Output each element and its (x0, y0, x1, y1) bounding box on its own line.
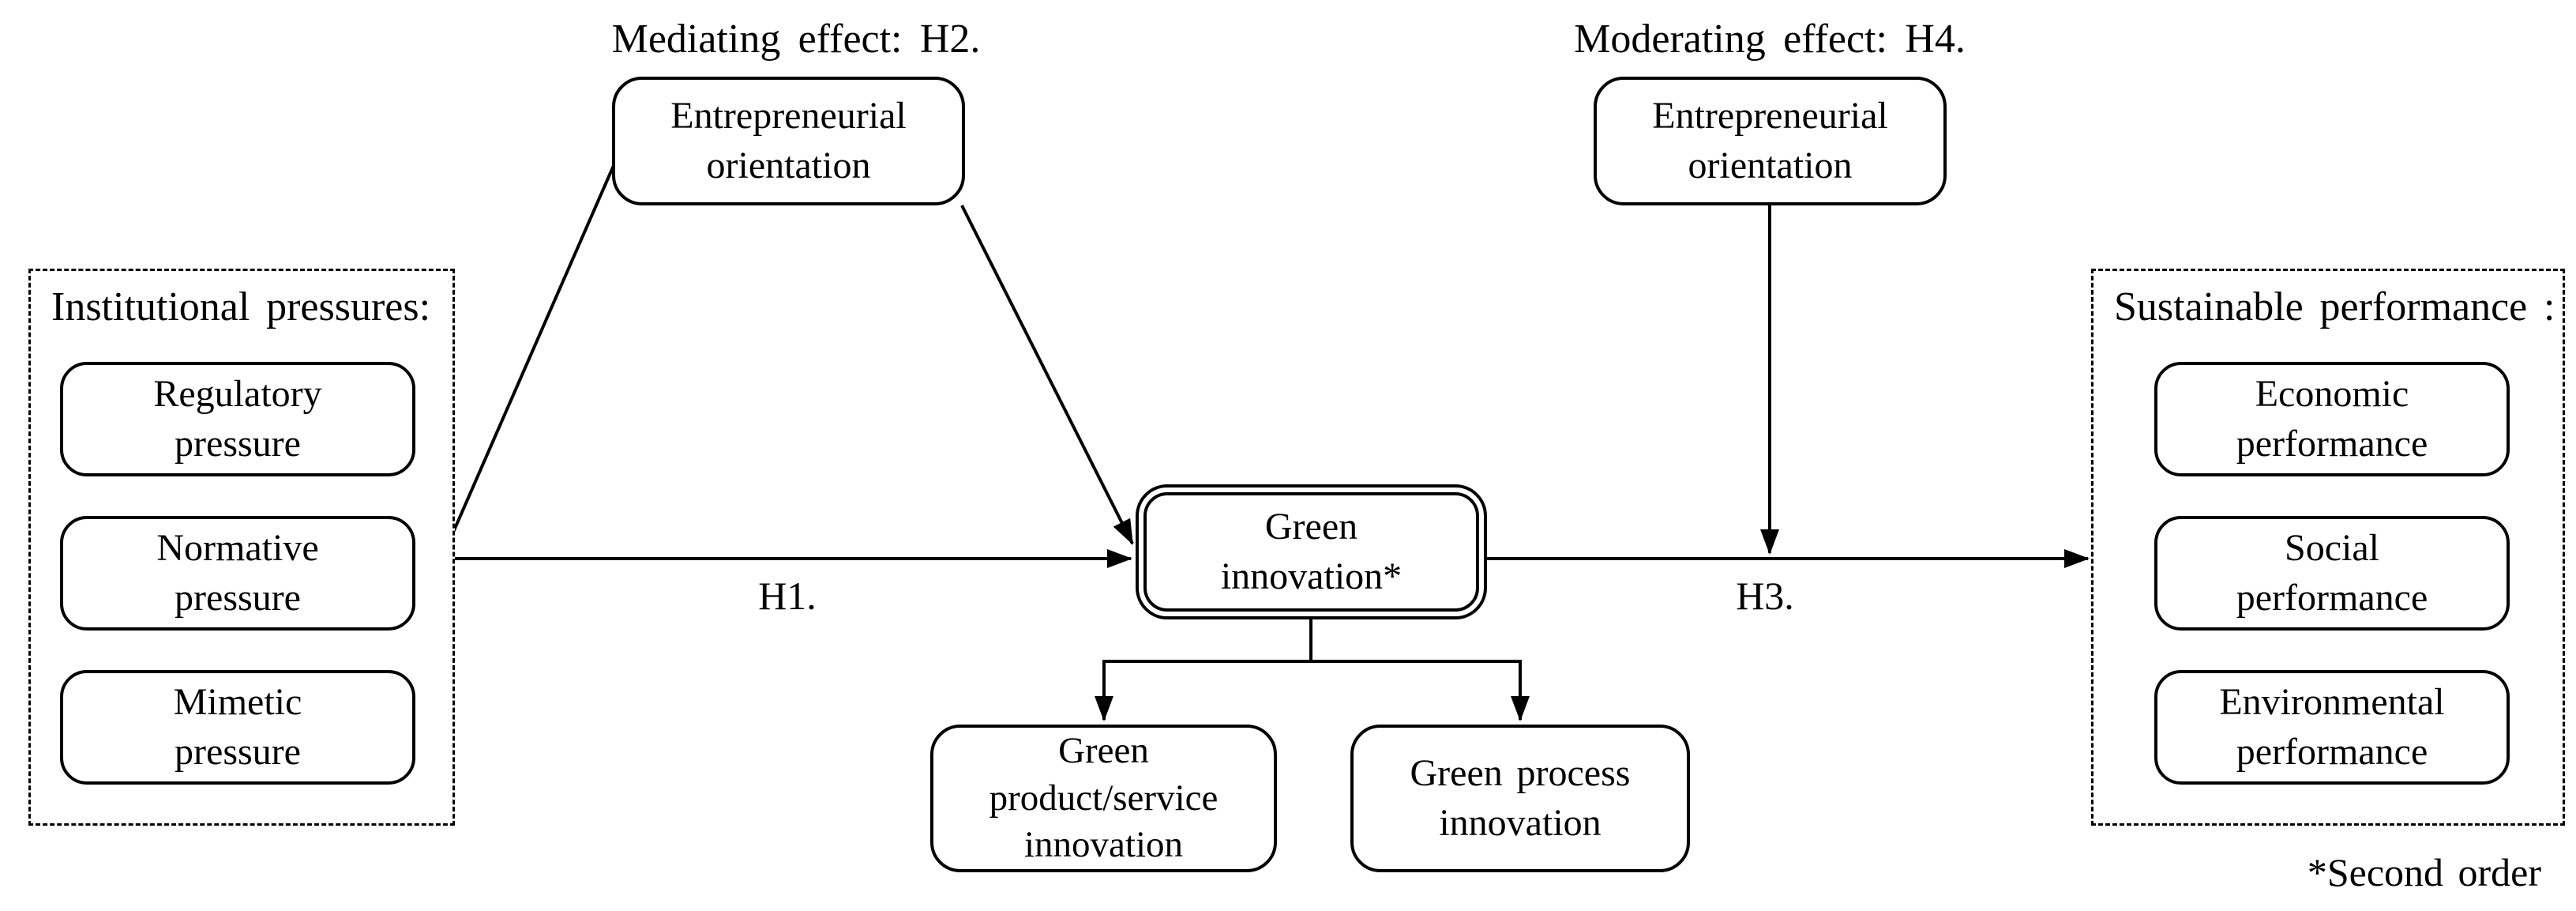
arrow-mediator-to-green-innovation (960, 205, 1134, 545)
moderating-effect-label: Moderating effect: H4. (1574, 17, 1966, 62)
entrepreneurial-orientation-moderator-box: Entrepreneurial orientation (1594, 77, 1947, 205)
second-order-footnote: *Second order (2307, 850, 2541, 894)
green-product-service-innovation-box: Green product/service innovation (930, 725, 1277, 872)
h3-label: H3. (1736, 574, 1794, 618)
green-innovation-label: Green innovation* (1220, 506, 1403, 597)
entrepreneurial-orientation-mediator-box: Entrepreneurial orientation (612, 77, 965, 205)
regulatory-pressure-box: Regulatory pressure (60, 362, 415, 476)
mediating-effect-label: Mediating effect: H2. (611, 17, 981, 62)
green-product-service-innovation-label: Green product/service innovation (989, 729, 1219, 866)
economic-performance-box: Economic performance (2154, 362, 2510, 476)
mimetic-pressure-label: Mimetic pressure (173, 681, 302, 773)
environmental-performance-box: Environmental performance (2154, 670, 2510, 785)
economic-performance-label: Economic performance (2236, 373, 2428, 465)
social-performance-label: Social performance (2236, 527, 2428, 619)
normative-pressure-box: Normative pressure (60, 516, 415, 631)
moderator-box-label: Entrepreneurial orientation (1652, 95, 1888, 186)
h1-label: H1. (758, 574, 817, 618)
green-process-innovation-label: Green process innovation (1410, 752, 1631, 844)
environmental-performance-label: Environmental performance (2219, 681, 2445, 773)
mimetic-pressure-box: Mimetic pressure (60, 670, 415, 785)
sustainable-performance-panel: Sustainable performance : Economic perfo… (2091, 269, 2565, 826)
green-process-innovation-box: Green process innovation (1350, 725, 1690, 872)
green-innovation-inner-border: Green innovation* (1143, 492, 1479, 612)
mediator-box-label: Entrepreneurial orientation (670, 95, 907, 186)
institutional-pressures-title: Institutional pressures: (51, 284, 431, 329)
social-performance-box: Social performance (2154, 516, 2510, 631)
institutional-pressures-panel: Institutional pressures: Regulatory pres… (28, 269, 455, 826)
sustainable-performance-title: Sustainable performance : (2114, 284, 2555, 329)
green-innovation-box: Green innovation* (1136, 484, 1487, 619)
regulatory-pressure-label: Regulatory pressure (153, 373, 322, 465)
line-pressures-to-mediator (450, 161, 617, 536)
normative-pressure-label: Normative pressure (156, 527, 319, 619)
